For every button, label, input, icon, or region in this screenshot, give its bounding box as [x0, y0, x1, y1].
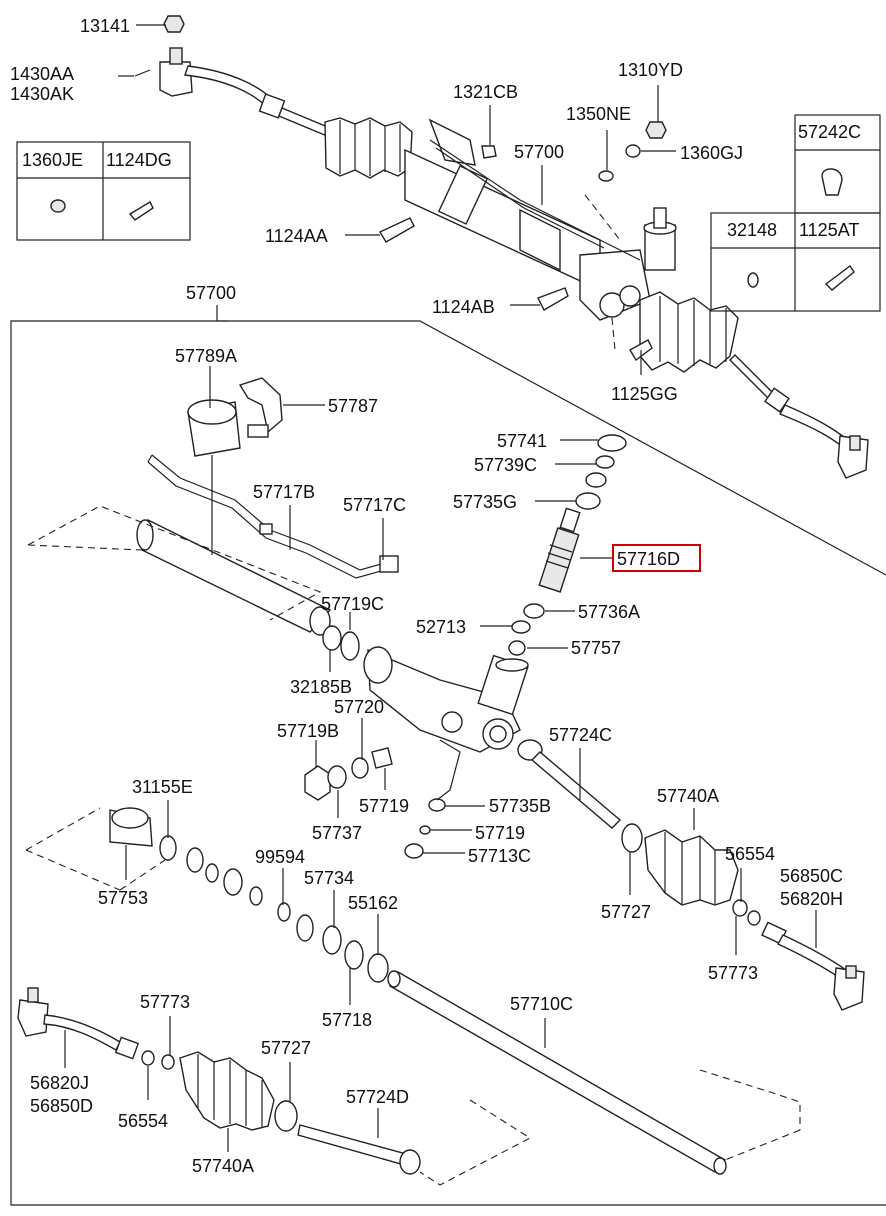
label-57700-box[interactable]: 57700 [186, 283, 236, 303]
label-1124AA[interactable]: 1124AA [265, 226, 328, 246]
label-57740A-right[interactable]: 57740A [657, 786, 719, 806]
label-57719-a[interactable]: 57719 [359, 796, 409, 816]
label-1321CB[interactable]: 1321CB [453, 82, 518, 102]
label-56850C[interactable]: 56850C [780, 866, 843, 886]
label-52713[interactable]: 52713 [416, 617, 466, 637]
label-57716D[interactable]: 57716D [617, 549, 680, 569]
label-57727-right[interactable]: 57727 [601, 902, 651, 922]
label-57242C[interactable]: 57242C [798, 122, 861, 142]
label-57724C[interactable]: 57724C [549, 725, 612, 745]
label-57787[interactable]: 57787 [328, 396, 378, 416]
label-56850D[interactable]: 56850D [30, 1096, 93, 1116]
highlight-box-57716D [612, 544, 701, 572]
label-32185B[interactable]: 32185B [290, 677, 352, 697]
label-1124AB[interactable]: 1124AB [432, 297, 495, 317]
label-1360JE[interactable]: 1360JE [22, 150, 83, 170]
label-57737[interactable]: 57737 [312, 823, 362, 843]
label-57727-left[interactable]: 57727 [261, 1038, 311, 1058]
label-57713C[interactable]: 57713C [468, 846, 531, 866]
label-57717C[interactable]: 57717C [343, 495, 406, 515]
label-57740A-left[interactable]: 57740A [192, 1156, 254, 1176]
label-56554-right[interactable]: 56554 [725, 844, 775, 864]
label-57719-b[interactable]: 57719 [475, 823, 525, 843]
label-55162[interactable]: 55162 [348, 893, 398, 913]
label-57736A[interactable]: 57736A [578, 602, 640, 622]
label-57710C[interactable]: 57710C [510, 994, 573, 1014]
label-99594[interactable]: 99594 [255, 847, 305, 867]
label-56820H[interactable]: 56820H [780, 889, 843, 909]
label-31155E[interactable]: 31155E [132, 777, 193, 797]
label-1430AA[interactable]: 1430AA [10, 64, 74, 84]
label-57719B[interactable]: 57719B [277, 721, 339, 741]
label-57719C[interactable]: 57719C [321, 594, 384, 614]
label-57724D[interactable]: 57724D [346, 1087, 409, 1107]
label-57753[interactable]: 57753 [98, 888, 148, 908]
part-labels: 13141 1430AA 1430AK 1321CB 1310YD 1350NE… [10, 16, 861, 1176]
label-57700-top[interactable]: 57700 [514, 142, 564, 162]
label-57735B[interactable]: 57735B [489, 796, 551, 816]
label-57720[interactable]: 57720 [334, 697, 384, 717]
label-56820J[interactable]: 56820J [30, 1073, 89, 1093]
label-1124DG[interactable]: 1124DG [106, 150, 172, 170]
exploded-parts-drawing [17, 377, 865, 1186]
label-1125GG[interactable]: 1125GG [611, 384, 678, 404]
label-1430AK[interactable]: 1430AK [10, 84, 74, 104]
label-57734[interactable]: 57734 [304, 868, 354, 888]
exploded-view-frame [10, 305, 886, 1206]
label-57717B[interactable]: 57717B [253, 482, 315, 502]
part-box-32148-1125AT [710, 212, 881, 312]
label-57741[interactable]: 57741 [497, 431, 547, 451]
label-56554-left[interactable]: 56554 [118, 1111, 168, 1131]
label-1350NE[interactable]: 1350NE [566, 104, 631, 124]
upper-assembly-drawing [134, 15, 869, 479]
label-1360GJ[interactable]: 1360GJ [680, 143, 743, 163]
label-32148[interactable]: 32148 [727, 220, 777, 240]
leader-lines [64, 24, 817, 1152]
label-1310YD[interactable]: 1310YD [618, 60, 683, 80]
label-57757[interactable]: 57757 [571, 638, 621, 658]
label-57773-right[interactable]: 57773 [708, 963, 758, 983]
label-57718[interactable]: 57718 [322, 1010, 372, 1030]
label-57739C[interactable]: 57739C [474, 455, 537, 475]
label-57735G[interactable]: 57735G [453, 492, 517, 512]
part-box-1360JE-1124DG [16, 141, 191, 241]
label-13141[interactable]: 13141 [80, 16, 130, 36]
label-57789A[interactable]: 57789A [175, 346, 237, 366]
label-1125AT[interactable]: 1125AT [799, 220, 859, 240]
label-57773-left[interactable]: 57773 [140, 992, 190, 1012]
